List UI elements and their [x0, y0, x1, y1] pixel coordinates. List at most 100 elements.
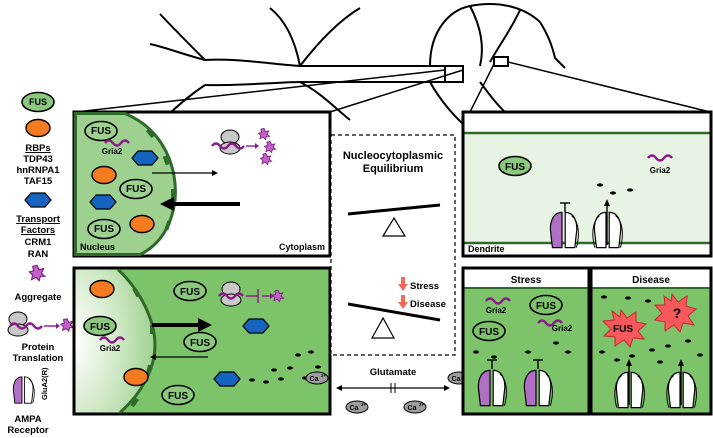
fus-label: FUS [180, 287, 200, 298]
vesicle-dots [473, 341, 571, 359]
nuclear-pores [130, 287, 154, 408]
ribosome-icon [219, 129, 241, 155]
gria2-mrna-icon [537, 319, 563, 327]
dendrite-box [493, 56, 509, 67]
calcium-label: Ca [350, 405, 359, 412]
mrna-icon [218, 292, 244, 300]
calcium-charge: 2+ [321, 373, 327, 378]
panel-healthy-dendrite: FUS Gria2 Dendrite [461, 110, 713, 258]
seesaw-balanced-fulcrum [381, 216, 407, 237]
legend-rbp-item-2: TAF15 [24, 176, 53, 187]
legend-ampa-1: AMPA [14, 414, 41, 425]
glutamate-label: Glutamate [370, 367, 416, 378]
calcium-label: Ca [452, 376, 461, 383]
equilibrium-title-1: Nucleocytoplasmic [343, 150, 443, 162]
calcium-ion-icon [403, 400, 427, 414]
stress-label: Stress [410, 281, 439, 292]
equilibrium-title-2: Equilibrium [363, 163, 424, 175]
legend-rbp-item-0: TDP43 [23, 154, 53, 165]
nuclear-pores [145, 128, 175, 231]
fus-label: FUS [90, 322, 110, 333]
disease-panel-title: Disease [632, 275, 670, 286]
zoom-lines [75, 61, 711, 113]
legend-transport-icon [24, 192, 52, 208]
calcium-ion-icon [305, 371, 329, 385]
fus-label: FUS [479, 327, 499, 338]
calcium-label: Ca [408, 405, 417, 412]
dendrite-label: Dendrite [468, 244, 505, 254]
transport-factor [242, 318, 270, 334]
import-arrowhead [160, 197, 174, 211]
legend-transport-item-1: RAN [28, 249, 49, 260]
seesaw-balanced-beam [347, 203, 441, 216]
legend-translation-product-icon [60, 318, 74, 332]
legend-aggregate-icon [28, 264, 46, 282]
gria2-mrna-icon [104, 139, 130, 147]
transport-factor [213, 371, 241, 387]
import-arrowhead [150, 354, 156, 360]
panel-disease: Disease FUS ? [589, 266, 713, 416]
calcium-charge: 2+ [361, 402, 367, 407]
stress-panel-title: Stress [511, 275, 542, 286]
mrna-icon [211, 142, 245, 150]
gria2-mrna-icon [647, 154, 673, 162]
glutamate-calcium: Ca 2+ Ca 2+ Ca 2+ Ca 2+ Glutamate [305, 367, 471, 414]
legend-protein-translation-1: Protein [22, 342, 55, 353]
calcium-ion-icon [345, 400, 369, 414]
legend: FUS RBPs TDP43 hnRNPA1 TAF15 Transport F… [7, 91, 74, 436]
stress-arrow-icon [398, 277, 408, 291]
panel-disease-soma: FUS Gria2 FUS FUS FUS [72, 266, 332, 416]
panel-healthy-soma: FUS Gria2 FUS FUS Nucleus Cytoplasm [72, 110, 332, 258]
fus-label: FUS [505, 162, 525, 173]
legend-transport-heading-2: Factors [21, 225, 55, 236]
rbp [123, 367, 149, 387]
legend-protein-translation-2: Translation [13, 353, 64, 364]
nucleus-label: Nucleus [80, 242, 115, 252]
legend-ampa-icon [12, 376, 35, 404]
rbp [89, 279, 115, 299]
calcium-charge: 2+ [419, 402, 425, 407]
transport-factor [89, 194, 117, 210]
fus-label: FUS [190, 338, 210, 349]
legend-rbps-heading: RBPs [25, 143, 50, 154]
gria2-label: Gria2 [486, 306, 507, 315]
legend-arrowhead-icon [56, 323, 60, 329]
fus-label: FUS [536, 301, 556, 312]
translation-arrowhead [255, 143, 259, 149]
legend-aggregate-label: Aggregate [15, 292, 62, 303]
legend-transport-item-0: CRM1 [25, 237, 53, 248]
legend-rbp-item-1: hnRNPA1 [16, 165, 60, 176]
transport-factor [131, 150, 159, 166]
legend-rbp-icon [25, 118, 51, 138]
legend-ampa-2: Receptor [7, 425, 48, 436]
question-mark: ? [673, 305, 682, 321]
vesicle-dots [249, 350, 321, 384]
rbp [91, 165, 117, 185]
fus-label: FUS [126, 184, 146, 195]
gria2-label: Gria2 [650, 166, 671, 175]
calcium-label: Ca [310, 376, 319, 383]
export-arrowhead [198, 318, 212, 332]
seesaw-tilted-beam [347, 302, 441, 322]
fus-aggregate-icon [601, 308, 648, 348]
rbp [129, 214, 155, 234]
gria2-mrna-icon [485, 297, 511, 305]
axon-terminal-box [444, 65, 464, 83]
gria2-label: Gria2 [552, 324, 573, 333]
unknown-aggregate-icon [653, 292, 698, 333]
fus-label: FUS [168, 391, 188, 402]
legend-fus-label: FUS [29, 97, 47, 107]
fus-label: FUS [91, 126, 111, 137]
fus-label: FUS [94, 224, 114, 235]
seesaw-tilted-fulcrum [370, 316, 396, 339]
panel-stress: Stress Gria2 FUS Gria2 FUS [461, 266, 591, 416]
export-arrowhead [212, 170, 218, 176]
legend-glua2r-label: GluA2(R) [40, 367, 49, 400]
legend-mrna-icon [9, 322, 43, 330]
gria2-label: Gria2 [100, 344, 121, 353]
panel-equilibrium: Nucleocytoplasmic Equilibrium Stress Dis… [330, 134, 456, 356]
vesicle-dots [599, 295, 703, 364]
gria2-label: Gria2 [102, 147, 123, 156]
vesicle-dots [597, 183, 633, 195]
